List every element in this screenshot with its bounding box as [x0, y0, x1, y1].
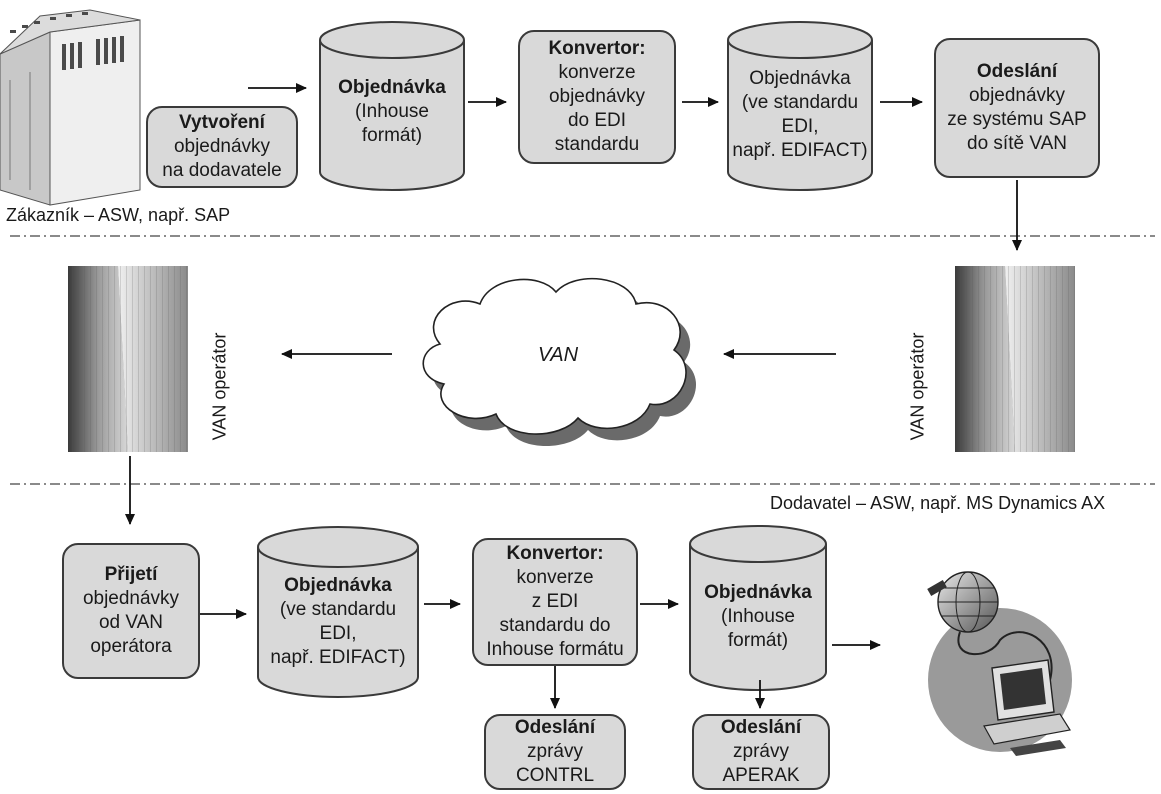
receive-order-title: Přijetí: [104, 564, 158, 585]
order-edi-bottom-line2: EDI,: [319, 623, 357, 644]
order-inhouse-top-line2: formát): [361, 125, 423, 146]
send-order-line3: do sítě VAN: [967, 133, 1067, 154]
receive-order-line1: objednávky: [82, 588, 180, 609]
converter-top-line1: konverze: [558, 62, 636, 83]
send-contrl-box: Odeslání zprávy CONTRL: [484, 714, 626, 790]
order-edi-top-line3: např. EDIFACT): [732, 140, 868, 161]
send-contrl-title: Odeslání: [514, 717, 596, 738]
order-edi-top-line2: EDI,: [781, 116, 819, 137]
create-order-box: Vytvoření objednávky na dodavatele: [146, 106, 298, 188]
order-edi-top-line1: (ve standardu: [741, 92, 859, 113]
converter-top-title: Konvertor:: [548, 38, 646, 59]
order-inhouse-top: Objednávka (Inhouse formát): [320, 62, 464, 162]
converter-bottom-title: Konvertor:: [506, 543, 604, 564]
van-operator-right-label: VAN operátor: [907, 332, 928, 441]
van-cloud-label: VAN: [538, 344, 579, 366]
order-edi-bottom-line1: (ve standardu: [279, 599, 397, 620]
receive-order-box: Přijetí objednávky od VAN operátora: [62, 543, 200, 679]
send-order-title: Odeslání: [976, 61, 1058, 82]
receive-order-line3: operátora: [90, 636, 172, 657]
van-cloud-icon: [422, 277, 697, 447]
order-inhouse-bottom-line1: (Inhouse: [721, 606, 795, 627]
order-edi-top: Objednávka (ve standardu EDI, např. EDIF…: [728, 60, 872, 170]
converter-bottom-box: Konvertor: konverze z EDI standardu do I…: [472, 538, 638, 666]
order-inhouse-bottom-line2: formát): [727, 630, 789, 651]
order-inhouse-top-line1: (Inhouse: [355, 101, 429, 122]
order-edi-top-line0: Objednávka: [749, 68, 851, 89]
send-contrl-line2: CONTRL: [515, 765, 595, 786]
customer-label: Zákazník – ASW, např. SAP: [6, 205, 231, 225]
converter-bottom-line1: konverze: [516, 567, 594, 588]
order-edi-bottom-line3: např. EDIFACT): [270, 647, 406, 668]
building-right-icon: [955, 266, 1075, 452]
send-order-line2: ze systému SAP: [947, 109, 1087, 130]
converter-top-box: Konvertor: konverze objednávky do EDI st…: [518, 30, 676, 164]
network-computer-icon: [927, 571, 1072, 756]
converter-bottom-line4: Inhouse formátu: [486, 639, 624, 660]
receive-order-line2: od VAN: [98, 612, 164, 633]
order-inhouse-bottom: Objednávka (Inhouse formát): [690, 572, 826, 662]
converter-top-line2: objednávky: [548, 86, 646, 107]
send-order-box: Odeslání objednávky ze systému SAP do sí…: [934, 38, 1100, 178]
order-edi-bottom: Objednávka (ve standardu EDI, např. EDIF…: [258, 570, 418, 674]
converter-bottom-line2: z EDI: [531, 591, 579, 612]
cylinder-shapes: [257, 21, 873, 698]
flow-arrows: [125, 83, 1022, 709]
send-order-line1: objednávky: [968, 85, 1066, 106]
van-operator-left-label: VAN operátor: [209, 332, 230, 441]
order-inhouse-bottom-title: Objednávka: [704, 582, 812, 603]
order-edi-bottom-title: Objednávka: [284, 575, 392, 596]
create-order-line1: objednávky: [173, 136, 271, 157]
converter-top-line3: do EDI: [567, 110, 627, 131]
send-aperak-line1: zprávy: [733, 741, 789, 762]
building-left-icon: [68, 266, 188, 452]
send-aperak-line2: APERAK: [722, 765, 800, 786]
supplier-label: Dodavatel – ASW, např. MS Dynamics AX: [770, 493, 1106, 513]
converter-bottom-line3: standardu do: [499, 615, 611, 636]
server-icon: [0, 9, 141, 206]
create-order-line2: na dodavatele: [162, 160, 282, 181]
send-aperak-box: Odeslání zprávy APERAK: [692, 714, 830, 790]
converter-top-line4: standardu: [554, 134, 640, 155]
send-aperak-title: Odeslání: [720, 717, 802, 738]
create-order-title: Vytvoření: [179, 112, 265, 133]
send-contrl-line1: zprávy: [527, 741, 583, 762]
order-inhouse-top-title: Objednávka: [338, 77, 446, 98]
